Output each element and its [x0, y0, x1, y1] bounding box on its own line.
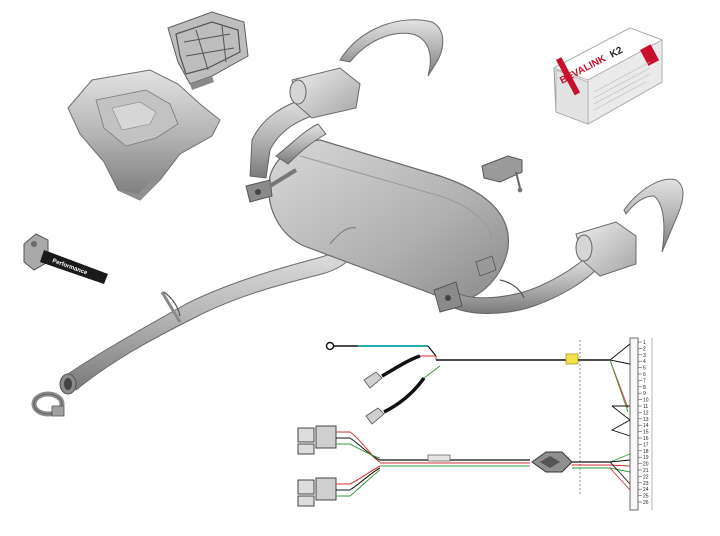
pin-number-label: 15	[643, 430, 649, 436]
pin-number-label: 7	[643, 378, 646, 384]
connector-plug-upper	[297, 425, 350, 455]
pin-number-label: 1	[643, 340, 646, 346]
pin-number-label: 10	[643, 398, 649, 404]
right-trim-deflector	[623, 178, 684, 253]
sensor-bracket: Performance	[23, 233, 108, 284]
pin-number-label: 5	[643, 366, 646, 372]
control-module	[531, 451, 573, 473]
wiring-harness-diagram: 1234567891011121314151617181920212223242…	[297, 337, 653, 511]
pin-number-label: 2	[643, 346, 646, 352]
pin-number-label: 9	[643, 391, 646, 397]
pin-number-label: 16	[643, 436, 649, 442]
pin-number-label: 6	[643, 372, 646, 378]
pin-number-label: 11	[643, 404, 648, 410]
pin-number-label: 4	[643, 359, 646, 365]
pin-number-label: 12	[643, 410, 649, 416]
pin-number-label: 25	[643, 494, 649, 500]
wiring-kit-box: BEVALINK K2	[553, 27, 663, 125]
pin-number-label: 23	[643, 481, 649, 487]
pin-number-label: 24	[643, 487, 649, 493]
pin-number-label: 3	[643, 353, 646, 359]
pin-number-label: 18	[643, 449, 649, 455]
left-trim-deflector	[339, 19, 444, 77]
skid-plate	[67, 69, 221, 201]
pin-number-label: 21	[643, 468, 649, 474]
pin-number-label: 26	[643, 500, 649, 506]
right-tailpipe	[433, 221, 637, 314]
pin-number-label: 8	[643, 385, 646, 391]
pipe-clamp	[31, 391, 65, 417]
front-exhaust-pipe	[59, 243, 355, 395]
pin-number-label: 13	[643, 417, 649, 423]
pin-number-label: 19	[643, 455, 649, 461]
pin-number-label: 17	[643, 442, 649, 448]
pin-number-label: 22	[643, 474, 649, 480]
connector-plug-lower	[297, 477, 350, 507]
cage-bracket	[167, 11, 249, 90]
pin-number-label: 14	[643, 423, 649, 429]
cable-tie	[427, 454, 451, 462]
hanger-bracket	[481, 155, 523, 193]
fuse-holder	[565, 353, 579, 365]
pin-label-list: 1234567891011121314151617181920212223242…	[638, 340, 649, 506]
left-tailpipe	[245, 67, 361, 203]
pin-number-label: 20	[643, 462, 649, 468]
pin-block	[629, 337, 639, 511]
pin-fanout	[609, 343, 631, 491]
box-model-label: K2	[608, 45, 625, 61]
